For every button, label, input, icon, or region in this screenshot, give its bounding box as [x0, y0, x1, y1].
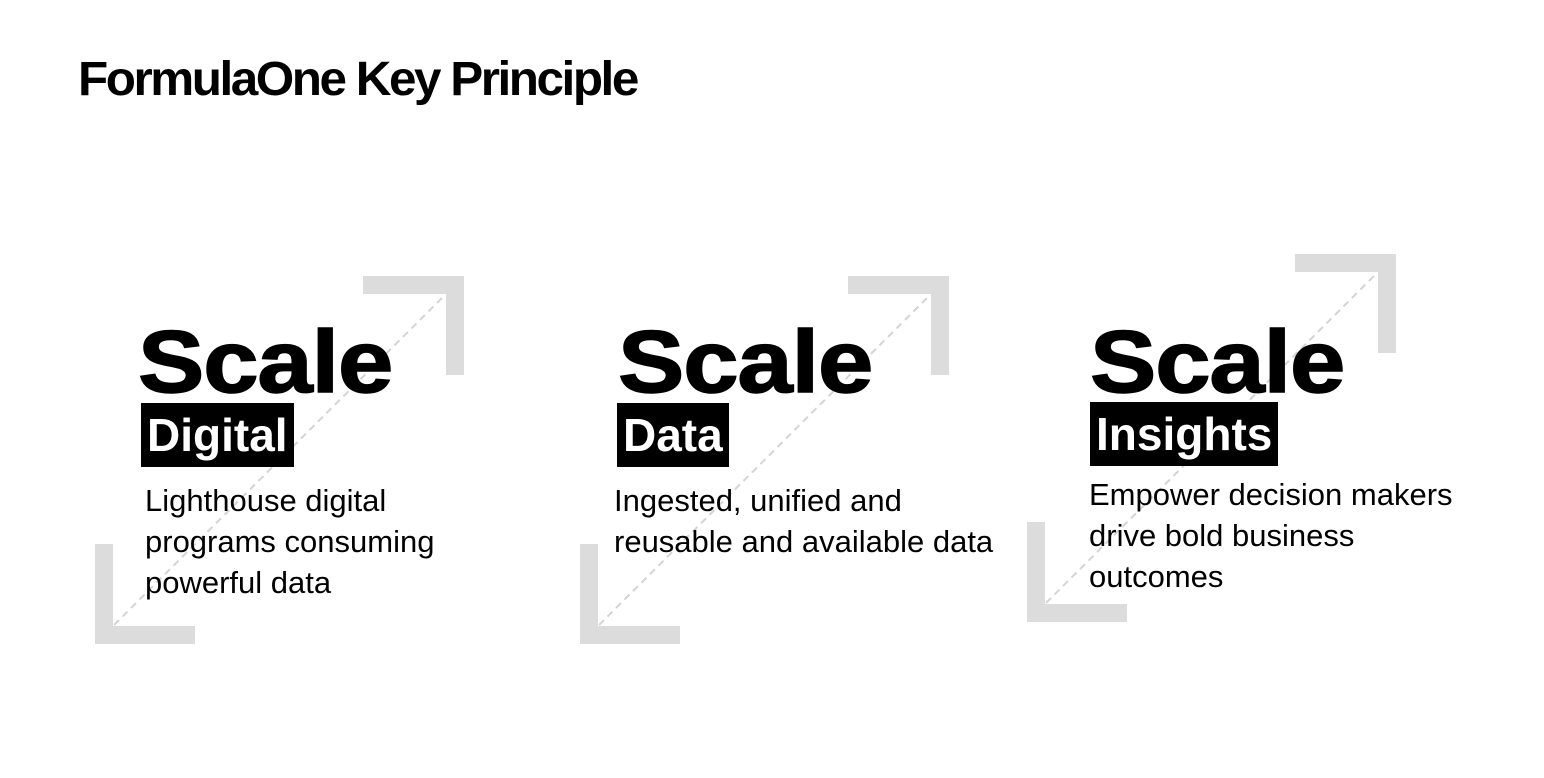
card-tag: Digital — [141, 403, 294, 467]
expand-arrows-icon — [580, 276, 949, 644]
slide-title: FormulaOne Key Principle — [78, 53, 639, 106]
card-description: Empower decision makers drive bold busin… — [1089, 477, 1453, 594]
card-tag: Insights — [1090, 402, 1279, 466]
card-description: Ingested, unified and reusable and avail… — [614, 483, 994, 559]
card-heading: Scale — [617, 312, 874, 411]
card-heading: Scale — [1089, 312, 1346, 411]
card-tag: Data — [617, 403, 729, 467]
card-description: Lighthouse digital programs consuming po… — [145, 483, 435, 600]
card-heading: Scale — [137, 312, 394, 411]
